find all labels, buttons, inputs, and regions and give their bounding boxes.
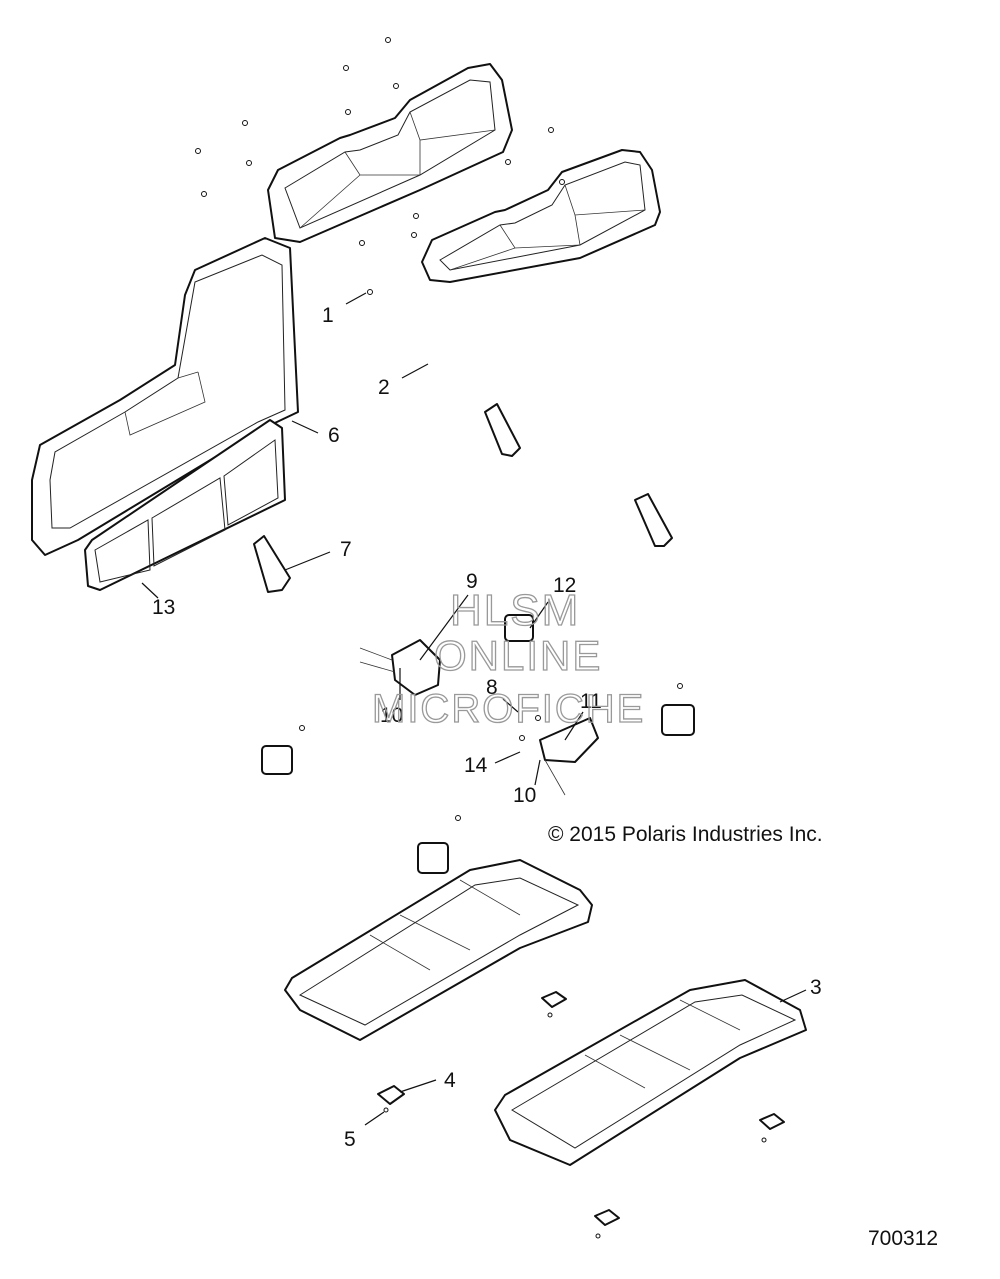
- seat-bottom-left: [284, 859, 593, 1041]
- watermark-line1: HLSM: [450, 586, 580, 635]
- retractor-right: [661, 704, 695, 736]
- callout-11: 11: [580, 690, 602, 713]
- callout-8: 8: [486, 676, 498, 699]
- callout-10-lower: 10: [513, 784, 536, 807]
- leader-lines: [141, 292, 807, 1126]
- callout-4: 4: [444, 1069, 456, 1092]
- callout-1: 1: [322, 304, 334, 327]
- watermark: HLSM ONLINE MICROFICHE: [371, 585, 645, 731]
- callout-14: 14: [464, 754, 488, 777]
- latch-assembly-9: [359, 639, 441, 696]
- latch-assembly-11: [539, 717, 599, 796]
- callout-13: 13: [152, 596, 175, 619]
- bracket-bottom: [594, 1209, 620, 1226]
- seat-belt-buckle-7: [253, 535, 291, 593]
- bracket-4: [377, 1085, 405, 1105]
- retractor-left: [261, 745, 293, 775]
- seat-back-panel: [31, 237, 299, 556]
- seat-back-pad: [84, 419, 286, 591]
- watermark-line2: ONLINE: [434, 632, 602, 679]
- diagram-number: 700312: [868, 1227, 939, 1250]
- seat-back-upper: [267, 63, 513, 243]
- callout-12: 12: [553, 574, 576, 597]
- callout-9: 9: [466, 570, 478, 593]
- bracket-mid: [541, 991, 567, 1008]
- retractor-12: [504, 614, 534, 642]
- callout-2: 2: [378, 376, 390, 399]
- seat-belt-buckle-upper: [484, 403, 521, 457]
- callout-7: 7: [340, 538, 352, 561]
- retractor-middle: [417, 842, 449, 874]
- copyright-notice: © 2015 Polaris Industries Inc.: [548, 823, 823, 846]
- seat-belt-buckle-right: [634, 493, 673, 547]
- bracket-right: [759, 1113, 785, 1130]
- callout-numbers: 1 2 3 4 5 6 7 8 9 10 10 11 12 13 14: [152, 304, 822, 1151]
- callout-10-upper: 10: [380, 704, 403, 727]
- callout-5: 5: [344, 1128, 356, 1151]
- fasteners: [195, 37, 767, 1239]
- callout-6: 6: [328, 424, 340, 447]
- seat-back-front: [421, 149, 661, 283]
- watermark-line3: MICROFICHE: [372, 687, 645, 731]
- seat-bottom-right: [494, 979, 807, 1166]
- callout-3: 3: [810, 976, 822, 999]
